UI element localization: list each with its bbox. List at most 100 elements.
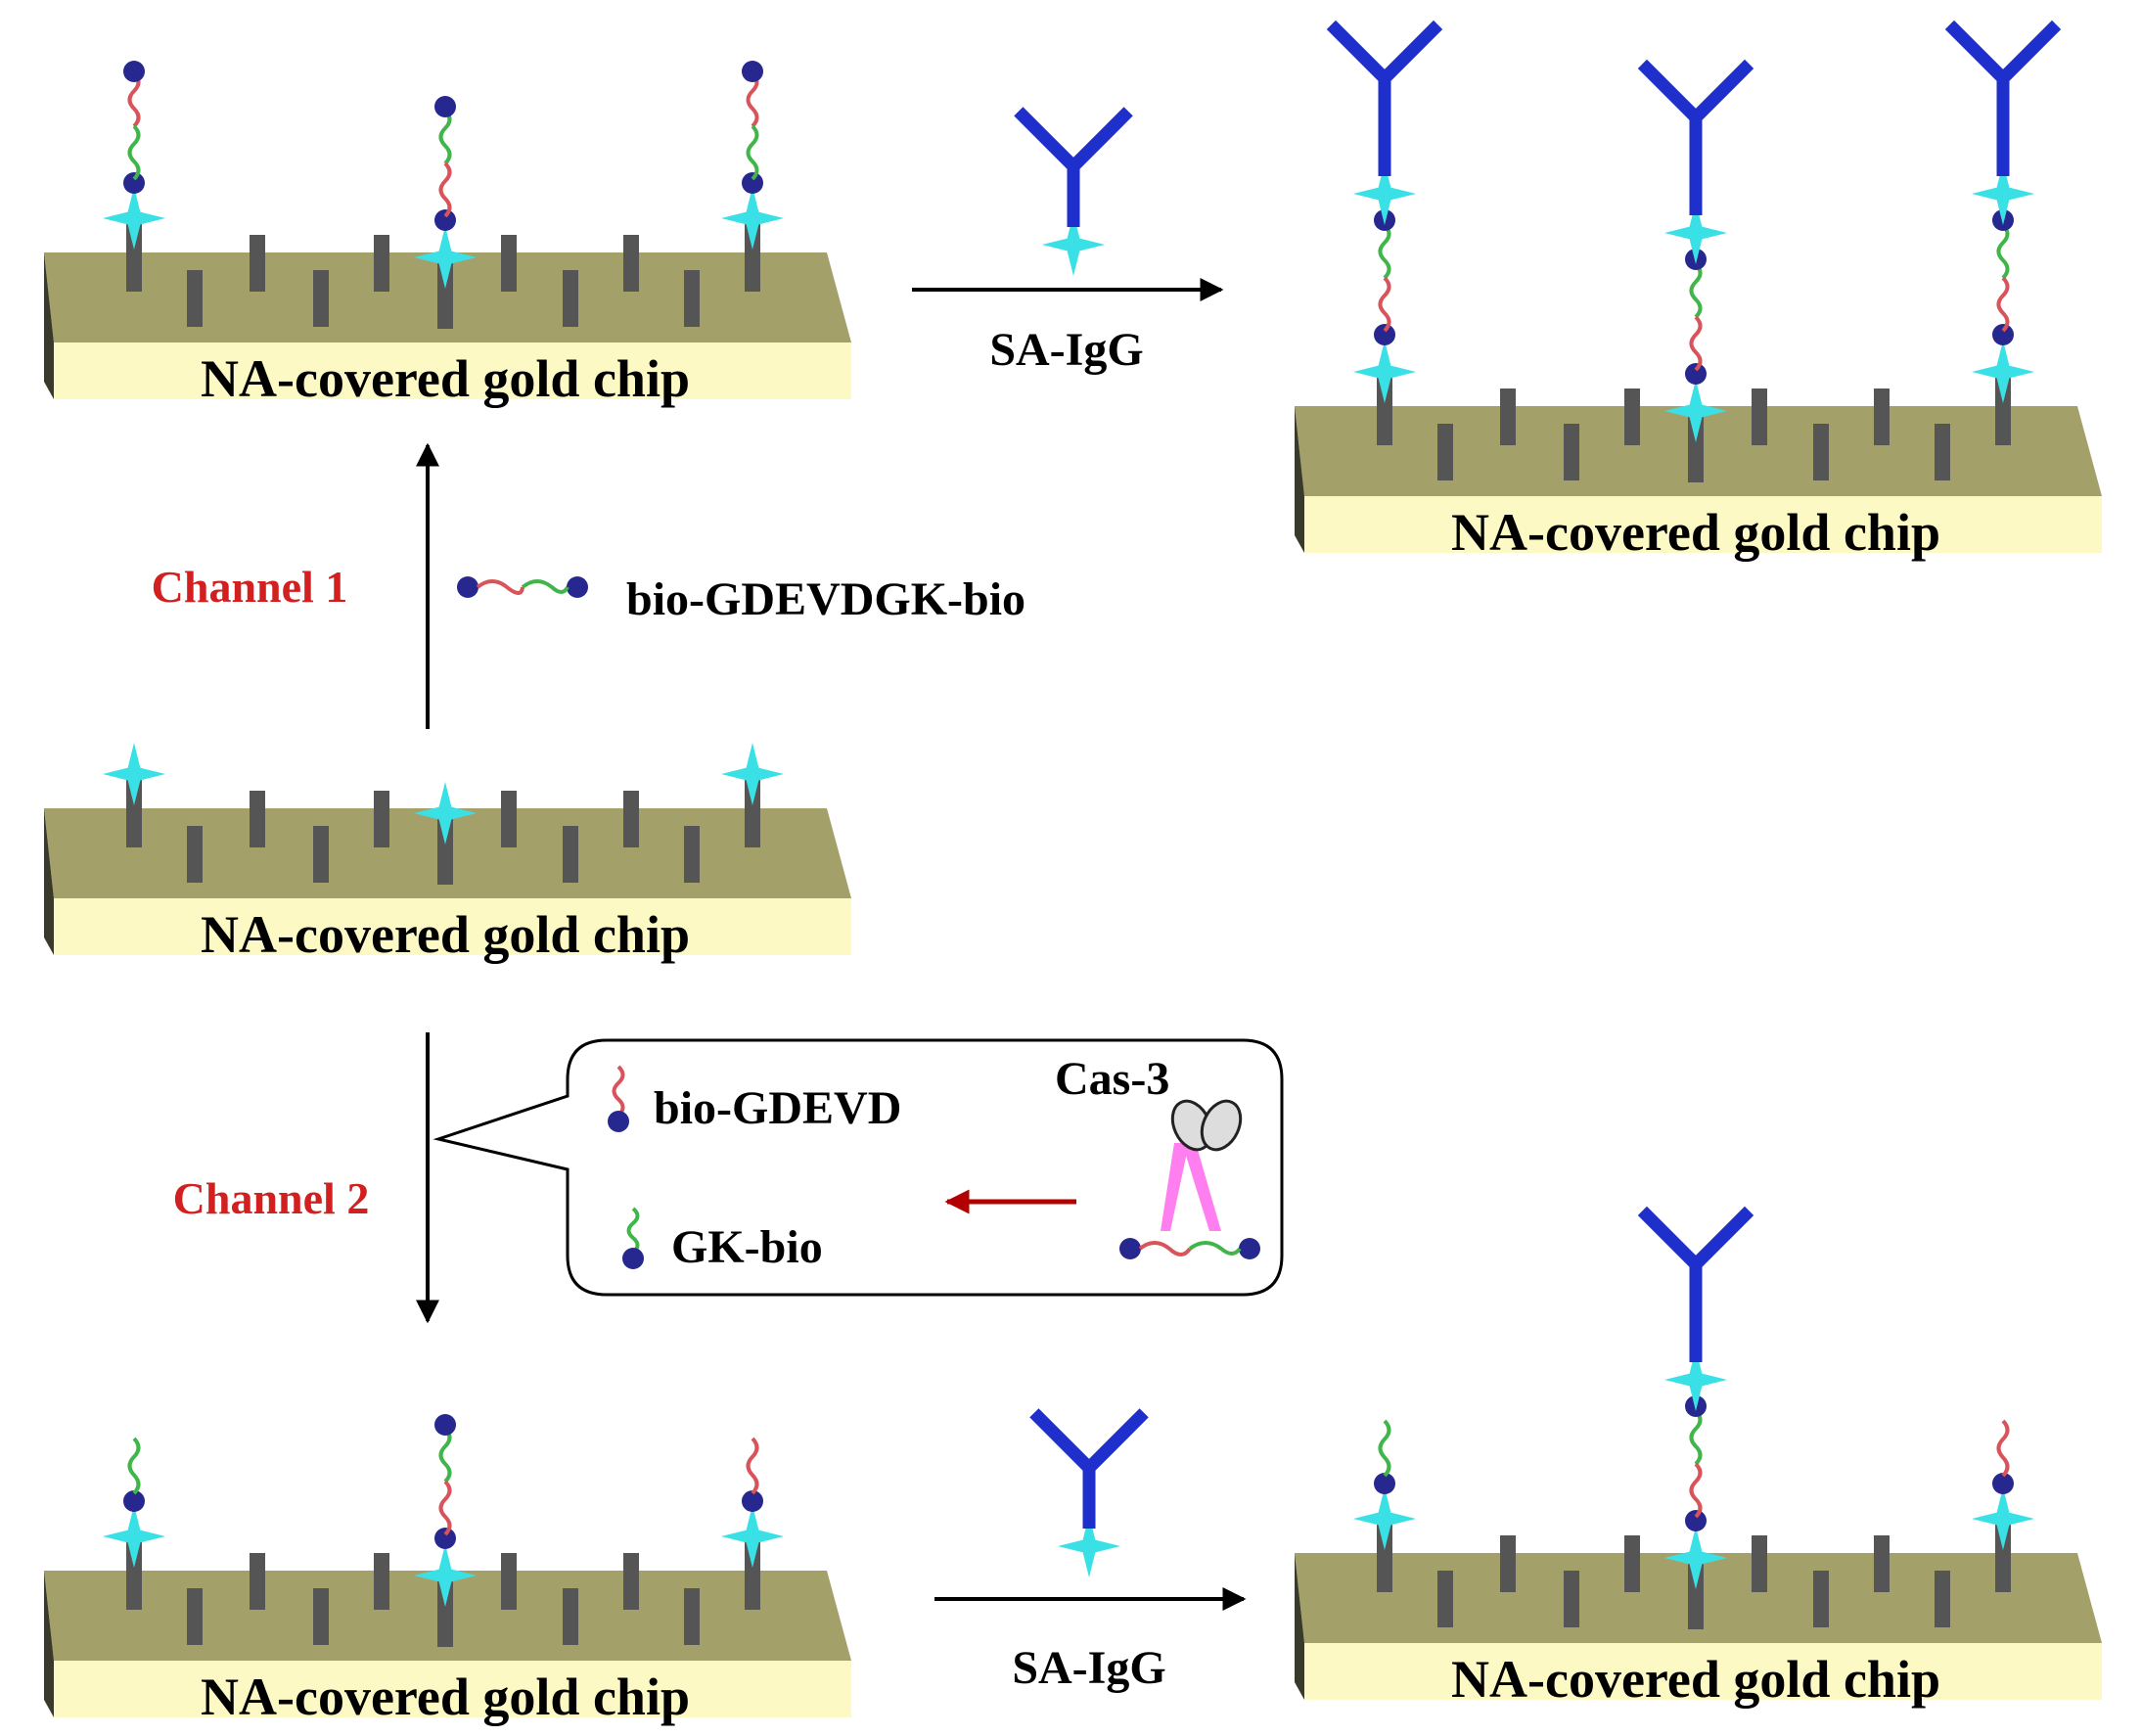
biotin-dot-icon (1685, 363, 1707, 385)
linker-rod (187, 826, 203, 883)
peptide-segment (438, 161, 452, 218)
linker-rod (250, 791, 265, 847)
peptide-segment (438, 1427, 452, 1484)
neutravidin-star-icon (1353, 341, 1416, 403)
linker-rod (313, 1588, 329, 1645)
linker-rod (250, 235, 265, 292)
chip-front-face (54, 898, 851, 955)
linker-rod (623, 791, 639, 847)
biotin-dot-icon (608, 1111, 629, 1132)
linker-rod (501, 1553, 517, 1610)
biotin-dot-icon (434, 209, 456, 231)
neutravidin-star-icon (1972, 1487, 2034, 1550)
linker-rod (126, 779, 142, 847)
biotin-dot-icon (1992, 324, 2014, 345)
linker-rod (745, 779, 760, 847)
linker-rod (374, 235, 389, 292)
peptide-segment (746, 71, 759, 128)
peptide-segment (1689, 315, 1703, 372)
linker-rod (1377, 1524, 1392, 1592)
antibody-arm (1014, 107, 1078, 171)
linker-rod (1935, 1571, 1950, 1627)
antibody-arm (1069, 107, 1133, 171)
linker-rod (501, 791, 517, 847)
linker-rod (563, 1588, 578, 1645)
chip-top-left-label: NA-covered gold chip (201, 349, 690, 408)
linker-rod (1437, 424, 1453, 480)
chip-side-face (1295, 1553, 1304, 1700)
chip-side-face (1295, 406, 1304, 553)
antibody-arm (1691, 59, 1754, 122)
peptide-segment (127, 124, 141, 181)
peptide-segment (746, 124, 759, 181)
linker-rod (126, 223, 142, 292)
neutravidin-star-icon (414, 1544, 477, 1607)
linker-rod (1564, 424, 1579, 480)
biotin-dot-icon (742, 61, 763, 82)
cas3-arm (1182, 1143, 1221, 1231)
chip-bottom-right (1295, 1206, 2102, 1700)
linker-rod (187, 270, 203, 327)
chip-middle (44, 743, 851, 955)
neutravidin-star-icon (1972, 162, 2034, 225)
neutravidin-star-icon (1353, 162, 1416, 225)
caspase-3-icon (1119, 1099, 1260, 1259)
linker-rod (563, 270, 578, 327)
enzyme-label: Cas-3 (1055, 1053, 1169, 1105)
callout-box (433, 1038, 1284, 1297)
antibody-arm (1029, 1408, 1094, 1473)
linker-rod (1752, 388, 1767, 445)
neutravidin-star-icon (1058, 1515, 1120, 1577)
biotin-dot-icon (123, 172, 145, 194)
antibody-arm (1084, 1408, 1149, 1473)
linker-rod (187, 1588, 203, 1645)
linker-rod (1752, 1535, 1767, 1592)
biotin-dot-icon (567, 576, 588, 598)
linker-rod (1935, 424, 1950, 480)
peptide-segment (1996, 223, 2010, 280)
chip-bottom-left-label: NA-covered gold chip (201, 1667, 690, 1726)
biotin-dot-icon (742, 1490, 763, 1512)
channel1-label: Channel 1 (152, 562, 348, 612)
linker-rod (1874, 388, 1890, 445)
neutravidin-star-icon (721, 187, 784, 250)
linker-rod (745, 223, 760, 292)
peptide-segment (438, 109, 452, 165)
peptide-icon (457, 576, 588, 598)
linker-rod (1813, 1571, 1829, 1627)
linker-rod (313, 826, 329, 883)
linker-rod (684, 826, 700, 883)
peptide-segment (1138, 1241, 1192, 1256)
peptide-segment (1378, 1419, 1391, 1478)
linker-rod (684, 270, 700, 327)
neutravidin-star-icon (103, 1505, 165, 1568)
linker-rod (1500, 1535, 1516, 1592)
linker-rod (126, 1541, 142, 1610)
peptide-segment (127, 1437, 141, 1495)
cas3-lobe (1200, 1099, 1243, 1152)
antibody-arm (1637, 1206, 1701, 1269)
linker-rod (1995, 377, 2011, 445)
neutravidin-star-icon (1972, 341, 2034, 403)
peptide-segment (1996, 1419, 2010, 1478)
top-reagent-label: SA-IgG (989, 324, 1143, 376)
linker-rod (1624, 1535, 1640, 1592)
neutravidin-star-icon (414, 226, 477, 289)
biotin-dot-icon (1239, 1238, 1260, 1259)
chip-bottom-left (44, 1408, 1149, 1717)
linker-rod (623, 1553, 639, 1610)
linker-rod (1813, 424, 1829, 480)
chip-top-left (44, 61, 1133, 399)
chip-front-face (1304, 496, 2102, 553)
biotin-dot-icon (622, 1248, 644, 1269)
linker-rod (563, 826, 578, 883)
neutravidin-star-icon (1664, 1527, 1727, 1589)
linker-rod (1500, 388, 1516, 445)
chip-side-face (44, 1571, 54, 1717)
peptide-segment (626, 1207, 640, 1255)
linker-rod (1995, 1524, 2011, 1592)
fragment2-label: GK-bio (671, 1221, 823, 1273)
peptide-segment (1996, 276, 2010, 333)
neutravidin-star-icon (103, 743, 165, 805)
